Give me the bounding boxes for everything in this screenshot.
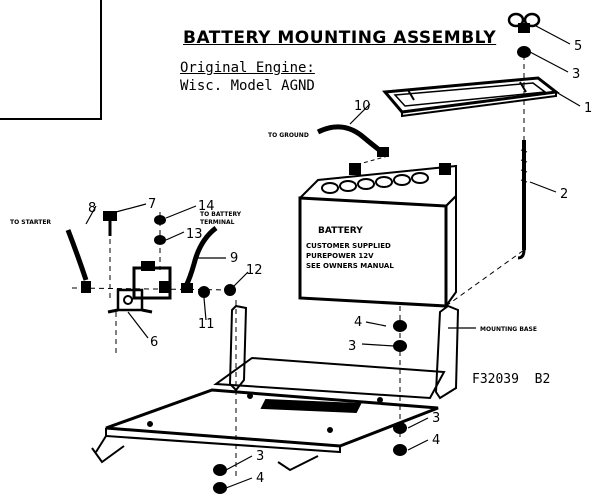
callout-3c: 3 [432, 411, 440, 426]
battery-text-2: PUREPOWER 12V [306, 252, 374, 260]
mounting-base-label: MOUNTING BASE [480, 326, 537, 333]
starter-cable [65, 229, 91, 293]
mounting-base [91, 304, 460, 472]
callouts: 1 2 3 5 4 3 3 4 3 4 6 7 8 9 10 11 12 13 … [88, 39, 592, 486]
to-battery-label-1: TO BATTERY [200, 211, 242, 218]
hook-bolt [517, 46, 528, 260]
solenoid [107, 261, 172, 314]
to-starter-label: TO STARTER [10, 219, 51, 226]
battery-text-1: CUSTOMER SUPPLIED [306, 242, 391, 250]
callout-14: 14 [198, 199, 215, 214]
callout-10: 10 [354, 99, 371, 114]
callout-4b: 4 [432, 433, 440, 448]
callout-5: 5 [574, 39, 582, 54]
callout-1: 1 [584, 101, 592, 116]
battery-terminal-cable [181, 226, 218, 293]
callout-2: 2 [560, 187, 568, 202]
to-ground-label: TO GROUND [268, 132, 309, 139]
callout-13: 13 [186, 227, 203, 242]
callout-9: 9 [230, 251, 238, 266]
small-hardware [103, 211, 236, 298]
callout-4c: 4 [256, 471, 264, 486]
callout-11: 11 [198, 317, 215, 332]
top-washer [517, 46, 531, 58]
base-fasteners [213, 320, 407, 494]
battery-text-3: SEE OWNERS MANUAL [306, 262, 394, 270]
leader-lines [85, 25, 581, 489]
callout-3b: 3 [348, 339, 356, 354]
figure-code: F32039 B2 [472, 372, 551, 387]
wing-nut [507, 12, 541, 33]
callout-12: 12 [246, 263, 263, 278]
hold-down-frame [381, 76, 560, 118]
diagram-title: BATTERY MOUNTING ASSEMBLY [183, 28, 497, 48]
engine-model: Wisc. Model AGND [180, 78, 315, 94]
ground-cable [316, 124, 389, 167]
callout-3d: 3 [256, 449, 264, 464]
engine-label: Original Engine: [180, 60, 315, 76]
callout-4a: 4 [354, 315, 362, 330]
callout-8: 8 [88, 201, 96, 216]
corner-frame [0, 0, 102, 120]
to-battery-label-2: TERMINAL [200, 219, 235, 226]
callout-7: 7 [148, 197, 156, 212]
callout-3a: 3 [572, 67, 580, 82]
battery-label: BATTERY [318, 226, 363, 236]
callout-6: 6 [150, 335, 158, 350]
